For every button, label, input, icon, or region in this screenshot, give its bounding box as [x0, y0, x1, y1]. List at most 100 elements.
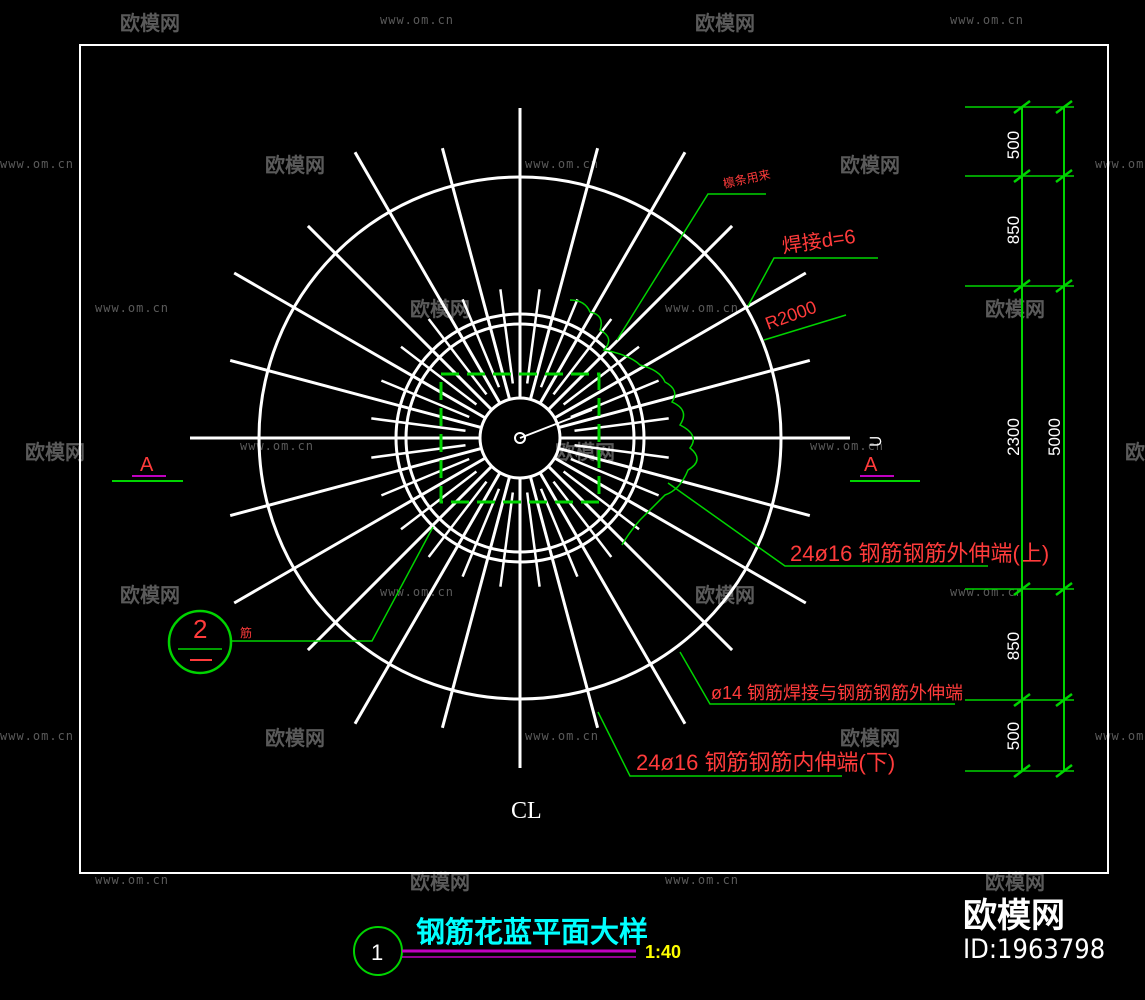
long-spoke [440, 147, 512, 400]
annotation-radius: R2000 [763, 297, 820, 334]
short-spoke [552, 480, 613, 558]
short-spoke [400, 345, 478, 406]
watermark-tile-url: www.om.cn [1095, 157, 1145, 171]
section-a-left-label: A [140, 454, 154, 476]
long-spoke [353, 151, 502, 405]
short-spoke [371, 443, 466, 459]
watermark-tile-url: www.om.cn [665, 873, 739, 887]
annotations: 檩条用来 焊接d=6 R2000 24ø16 钢筋钢筋外伸端(上) ø14 钢筋… [597, 166, 1049, 777]
short-spoke [461, 298, 501, 388]
watermark-tile-logo: 欧模网 [120, 583, 180, 607]
short-spoke [562, 470, 640, 531]
watermark-tile-logo: 欧模网 [695, 583, 755, 607]
drawing-title: 钢筋花蓝平面大样 [416, 915, 648, 949]
short-spoke [371, 417, 466, 433]
callout-side-label: 筋 [240, 625, 252, 640]
watermark-tile-logo: 欧模网 [265, 726, 325, 750]
detail-number: 1 [371, 940, 383, 965]
short-spoke [427, 318, 488, 396]
section-callout: 2 筋 [167, 526, 434, 675]
long-spoke [353, 471, 502, 725]
centerline-symbol: CL [511, 798, 542, 824]
watermark-tile-url: www.om.cn [950, 585, 1024, 599]
short-spoke [525, 492, 541, 587]
watermark-id: ID:1963798 [963, 934, 1105, 965]
long-spoke [440, 476, 512, 729]
dim-850-bottom: 850 [1004, 632, 1023, 660]
title-block: 1 钢筋花蓝平面大样 1:40 [353, 915, 681, 976]
dim-500-bottom: 500 [1004, 722, 1023, 750]
short-spoke [499, 492, 515, 587]
long-radial-spokes [190, 108, 850, 768]
watermark-tile-url: www.om.cn [665, 301, 739, 315]
long-spoke [547, 465, 734, 652]
long-spoke [538, 471, 687, 725]
drawing-frame [79, 44, 1109, 874]
center-point [514, 432, 526, 444]
watermark-tile-url: www.om.cn [95, 873, 169, 887]
watermark-brand: 欧模网 [963, 896, 1065, 936]
callout-leader [232, 526, 434, 642]
watermark-tile-url: www.om.cn [1095, 729, 1145, 743]
long-spoke [547, 224, 734, 411]
watermark-tile-logo: 欧模网 [695, 11, 755, 35]
watermark-tile-url: www.om.cn [950, 13, 1024, 27]
watermark-tile-url: www.om.cn [525, 157, 599, 171]
short-spoke [380, 379, 470, 419]
watermark-tile-logo: 欧模网 [840, 726, 900, 750]
watermark-tile-url: www.om.cn [240, 439, 314, 453]
short-spoke [427, 480, 488, 558]
short-spoke [400, 470, 478, 531]
long-spoke [306, 224, 493, 411]
dim-500-top: 500 [1004, 131, 1023, 159]
long-spoke [233, 271, 487, 420]
annotation-6: 24ø16 钢筋钢筋内伸端(下) [636, 750, 895, 775]
watermark-tile-logo: 欧模网 [985, 297, 1045, 321]
long-spoke [558, 358, 811, 430]
short-spoke [570, 457, 660, 497]
dashed-square [439, 372, 601, 504]
section-mark-right: A [850, 454, 920, 482]
dim-850-top: 850 [1004, 216, 1023, 244]
watermark-tile-logo: 欧模网 [265, 153, 325, 177]
long-spoke [538, 151, 687, 405]
middle-ring-2 [404, 322, 636, 554]
long-spoke [553, 456, 807, 605]
watermark-tile-logo: 欧模网 [25, 440, 85, 464]
annotation-4: 24ø16 钢筋钢筋外伸端(上) [790, 541, 1049, 566]
watermark-tile-url: www.om.cn [0, 157, 74, 171]
watermark-tile-url: www.om.cn [525, 729, 599, 743]
watermark-tile-url: www.om.cn [810, 439, 884, 453]
watermark-tile-url: www.om.cn [95, 301, 169, 315]
outer-ring [257, 175, 783, 701]
watermark-tile-url: www.om.cn [380, 13, 454, 27]
middle-ring-1 [394, 312, 646, 564]
radius-pointer [519, 409, 593, 439]
long-spoke [306, 465, 493, 652]
short-spoke [570, 379, 660, 419]
callout-number: 2 [193, 614, 207, 644]
short-spoke [525, 289, 541, 384]
annotation-5: ø14 钢筋焊接与钢筋钢筋外伸端 [711, 683, 963, 703]
watermark-tile-logo: 欧模网 [840, 153, 900, 177]
dim-total: 5000 [1045, 418, 1064, 456]
long-spoke [528, 147, 600, 400]
long-spoke [229, 446, 482, 518]
short-spoke [499, 289, 515, 384]
long-spoke [233, 456, 487, 605]
long-spoke [553, 271, 807, 420]
watermark-tile-url: www.om.cn [380, 585, 454, 599]
section-mark-left: A [112, 454, 183, 482]
rebar-plan [190, 108, 850, 768]
watermark-tile-logo: 欧模网 [120, 11, 180, 35]
inner-ring [478, 396, 562, 480]
watermark-tile-url: www.om.cn [0, 729, 74, 743]
short-spoke [574, 443, 669, 459]
long-spoke [528, 476, 600, 729]
short-spoke [380, 457, 470, 497]
short-spoke [539, 488, 579, 578]
dim-2300: 2300 [1004, 418, 1023, 456]
annotation-1: 檩条用来 [722, 166, 772, 191]
section-a-right-label: A [864, 454, 878, 476]
